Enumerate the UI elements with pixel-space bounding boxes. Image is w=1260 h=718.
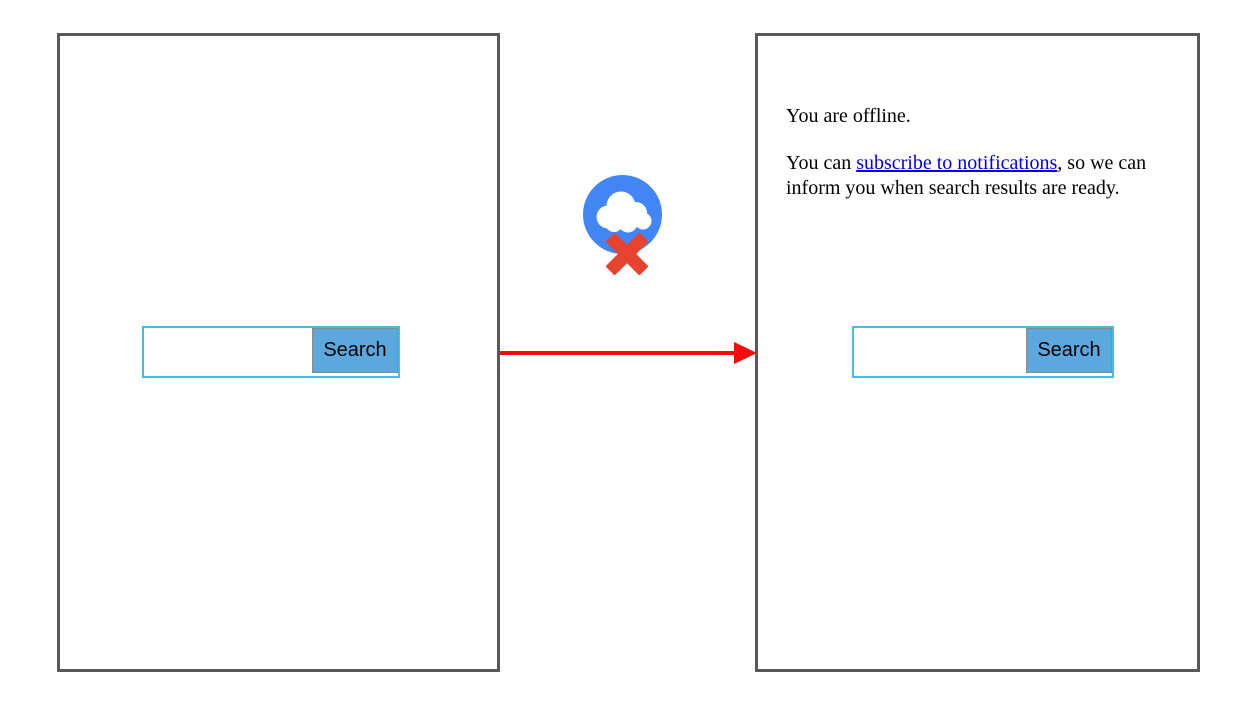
notify-text-after-link: , so we can inform you when search resul…: [786, 152, 1147, 199]
left-search-button[interactable]: Search: [312, 328, 398, 373]
offline-status-text: You are offline.: [786, 105, 911, 127]
x-mark: [606, 233, 648, 275]
right-search-button[interactable]: Search: [1026, 328, 1112, 373]
notify-paragraph: You can subscribe to notifications, so w…: [786, 151, 1184, 201]
notify-text-before-link: You can: [786, 152, 857, 174]
flow-arrow-line: [500, 351, 734, 355]
cloud-glyph: [596, 191, 652, 233]
subscribe-notifications-link[interactable]: subscribe to notifications: [856, 152, 1058, 174]
flow-arrow-head: [734, 342, 757, 364]
offline-message-block: You are offline. You can subscribe to no…: [786, 104, 1184, 201]
right-search-box: Search: [852, 326, 1114, 378]
left-search-box: Search: [142, 326, 400, 378]
offline-cloud-icon: [583, 175, 662, 275]
